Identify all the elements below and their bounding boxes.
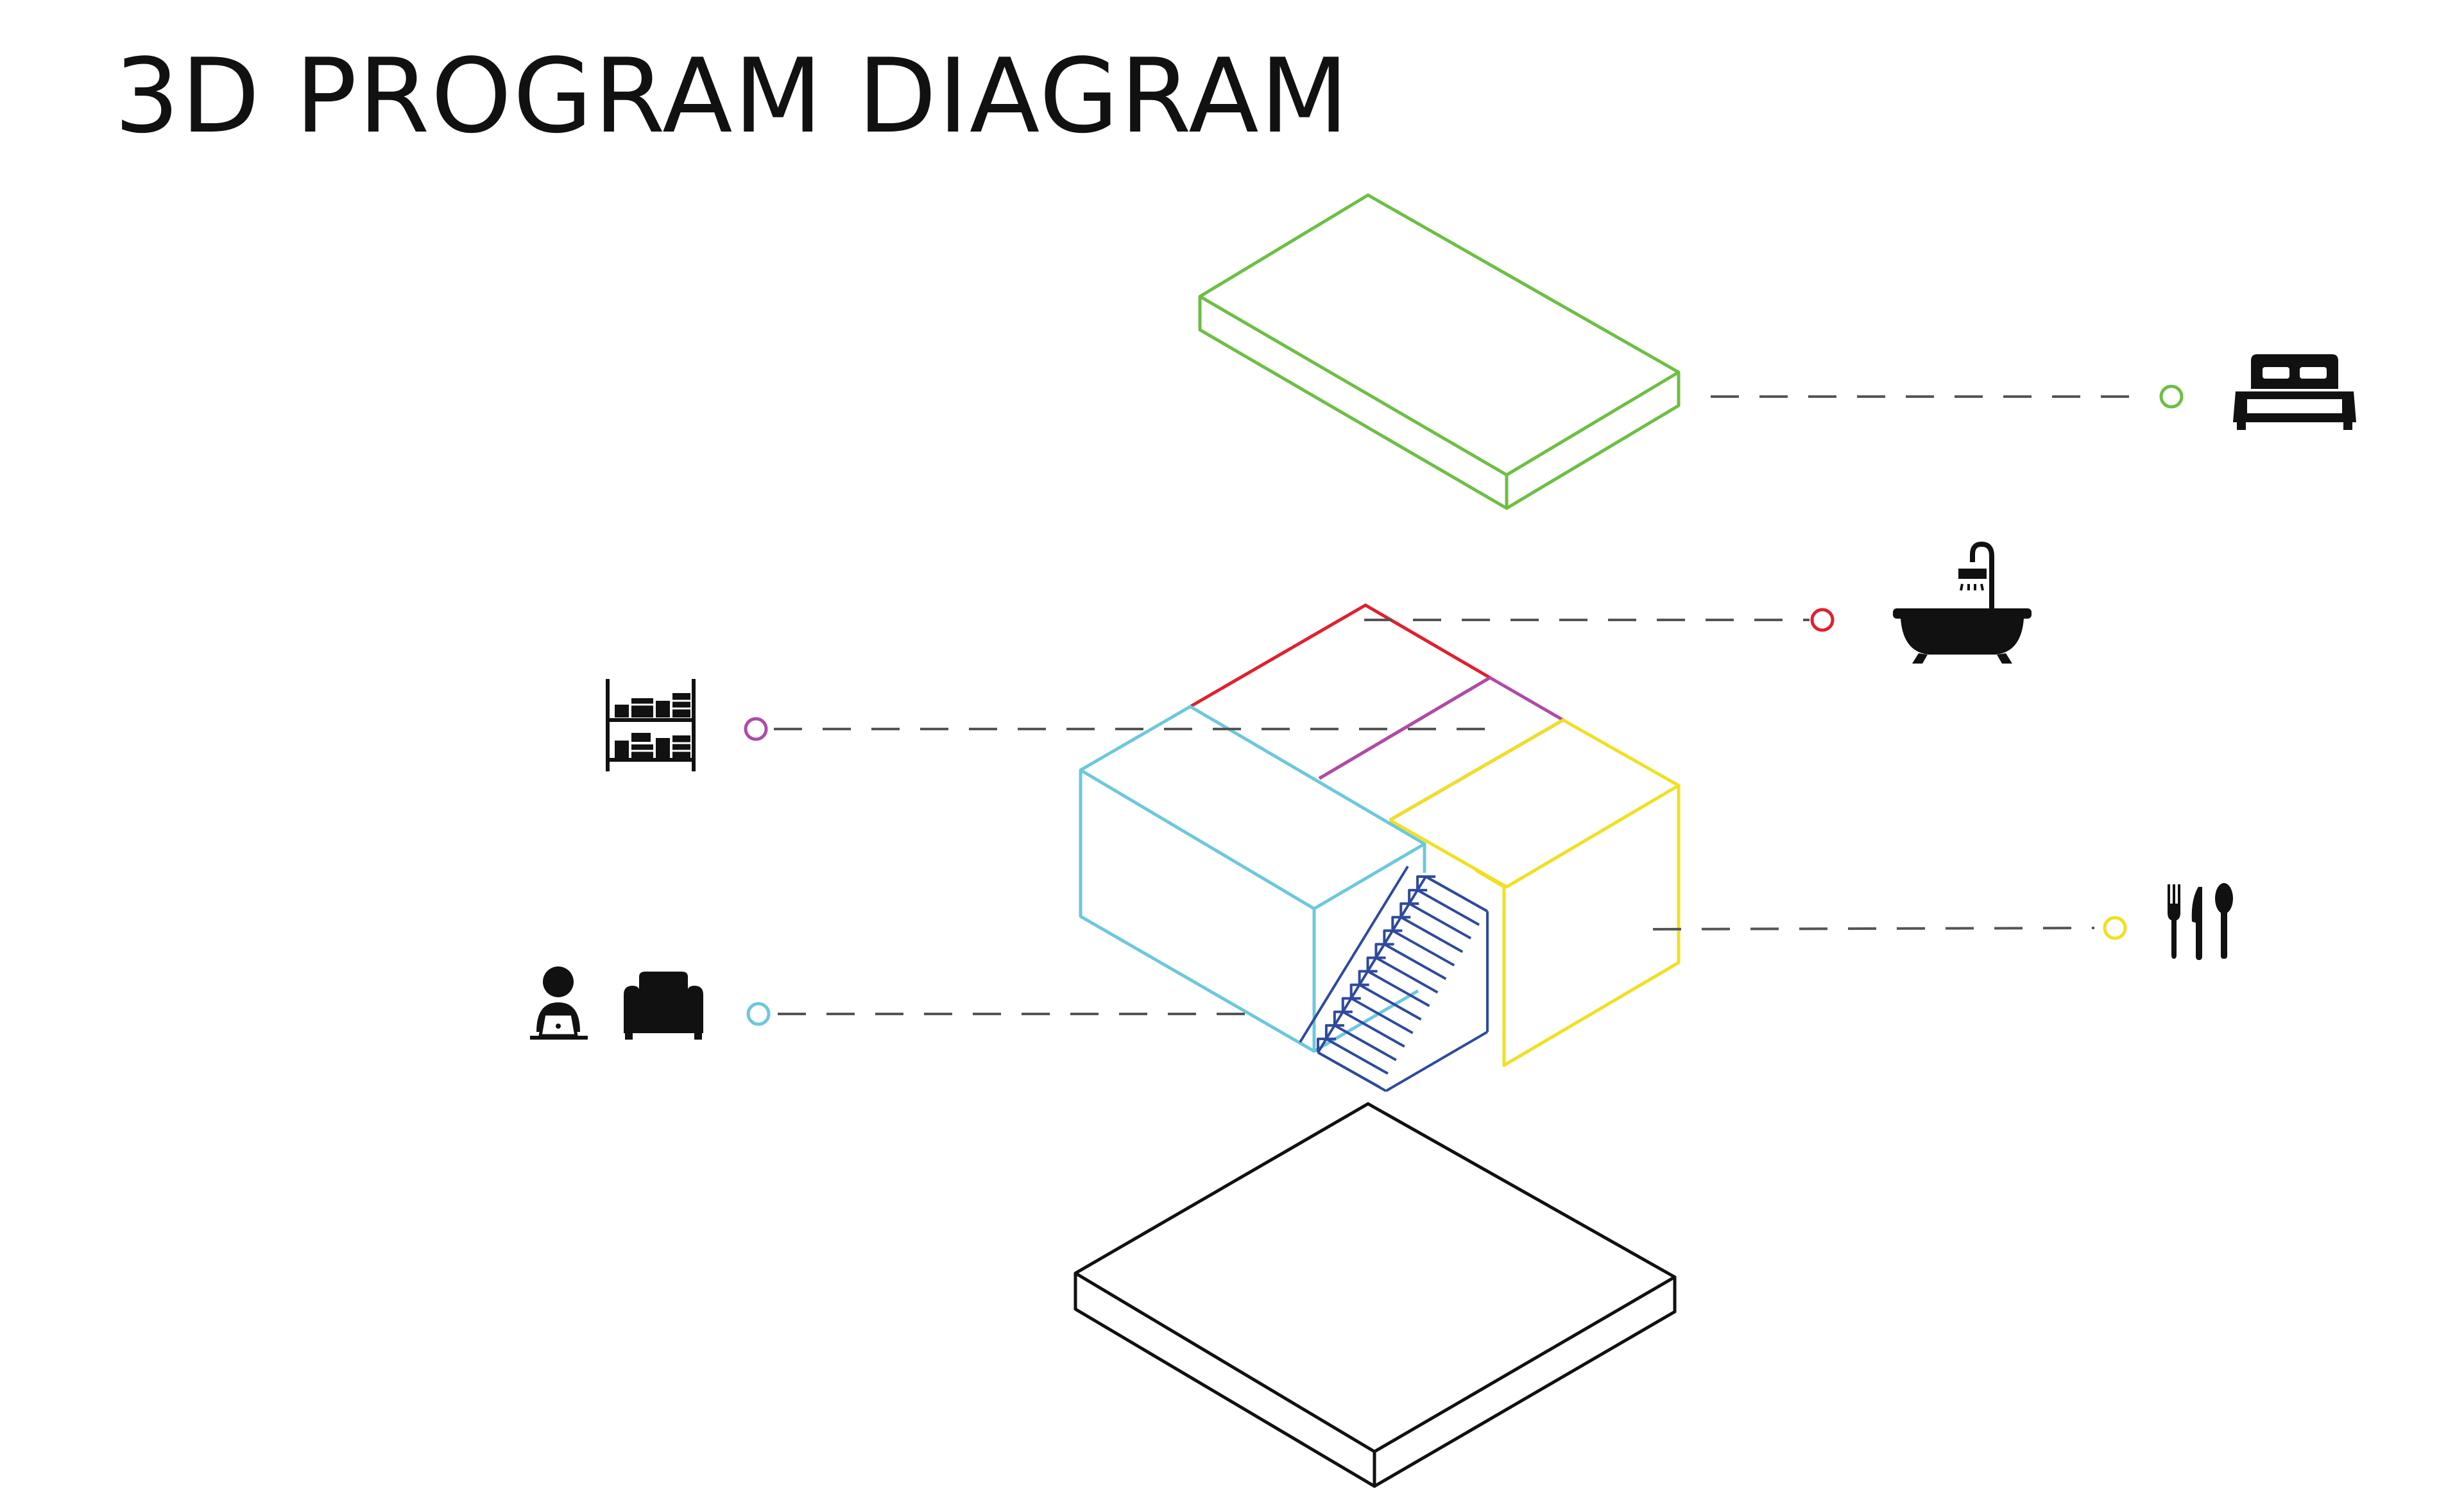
stair-tread-edge (1367, 970, 1430, 1008)
page-title: 3D PROGRAM DIAGRAM (114, 36, 1350, 156)
stair-tread-edge (1392, 929, 1455, 967)
marker-sleeping (2159, 384, 2184, 409)
staircase (1299, 865, 1489, 1092)
marker-dining (2103, 916, 2127, 940)
stair-tread-edge (1350, 997, 1414, 1034)
base-slab-top-face (1074, 1102, 1677, 1454)
stair-outline-edge (1299, 865, 1409, 1043)
bathtub-shower-icon (1893, 541, 2032, 664)
stair-tread-edge (1408, 902, 1472, 939)
stair-outline-edge (1317, 875, 1427, 1054)
upper-slab-sleeping (1198, 193, 1681, 510)
stair-tread-edge (1325, 1038, 1389, 1075)
marker-bathroom (1810, 608, 1835, 632)
stair-tread-edge (1333, 1024, 1397, 1061)
living-top-face (1079, 705, 1426, 911)
leader-line-dining (1652, 927, 2095, 931)
marker-living (746, 1002, 771, 1026)
stair-tread-edge (1400, 916, 1464, 953)
stair-tread-edge (1425, 875, 1488, 913)
bed-icon (2233, 354, 2356, 430)
marker-library (744, 717, 768, 741)
roof-zone-bathroom (1189, 603, 1491, 780)
person-with-laptop-icon (530, 966, 588, 1040)
stair-tread-edge (1375, 956, 1439, 994)
roof-zone-library (1318, 676, 1566, 822)
base-slab (1074, 1102, 1677, 1488)
upper-slab-top-face (1198, 193, 1681, 477)
stair-tread-edge (1317, 1051, 1380, 1088)
armchair-icon (624, 972, 703, 1040)
bookshelf-icon (606, 679, 696, 771)
volume-dining (1389, 718, 1681, 1067)
stair-tread-edge (1342, 1011, 1405, 1048)
stair-tread-edge (1417, 889, 1480, 926)
stair-tread-edge (1383, 943, 1447, 981)
volume-living (1079, 705, 1426, 1053)
stair-tread-edge (1358, 983, 1422, 1021)
upper-slab-side-edges (1198, 296, 1681, 510)
stair-outline-edge (1385, 1031, 1489, 1092)
fork-knife-spoon-icon (2168, 883, 2233, 960)
